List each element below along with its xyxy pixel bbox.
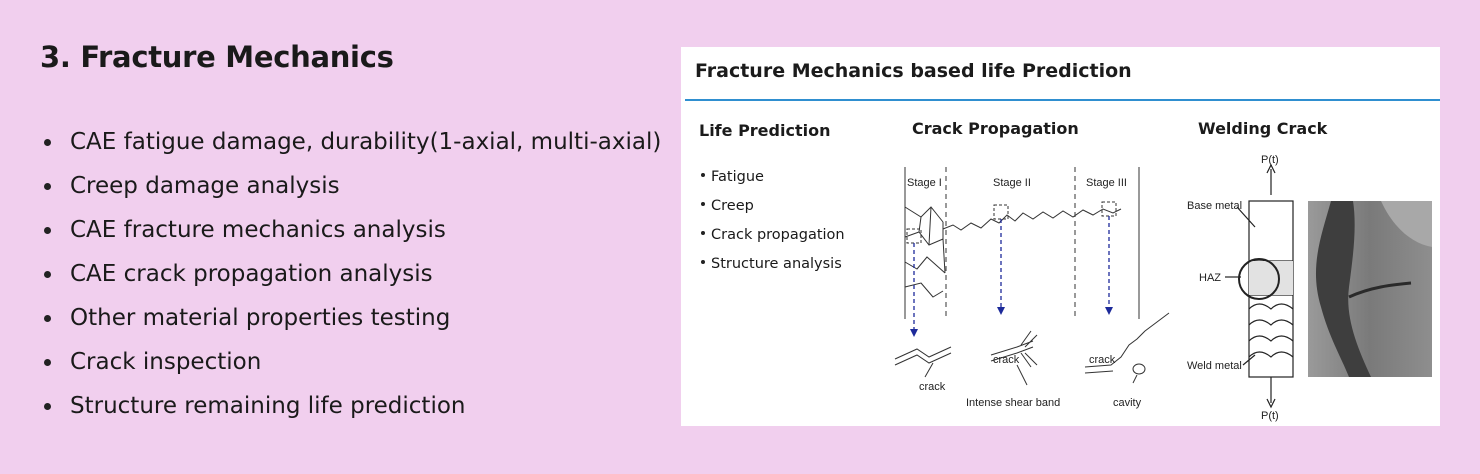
list-item: Crack propagation — [701, 221, 845, 250]
weld-metal-pattern — [1248, 303, 1294, 358]
bullet-dot-icon — [44, 314, 51, 322]
stage-iii-label: Stage III — [1086, 177, 1127, 189]
fracture-mechanics-figure: Fracture Mechanics based life Prediction… — [681, 47, 1440, 426]
arrowhead-up-icon — [1266, 163, 1276, 174]
crack-line — [1348, 281, 1412, 299]
list-item: CAE crack propagation analysis — [40, 252, 661, 296]
stage-i-crack-sketch — [894, 346, 952, 366]
arrowhead-down-icon — [1266, 398, 1276, 409]
list-item: Creep damage analysis — [40, 164, 661, 208]
welding-crack-diagram — [1225, 163, 1294, 409]
crack-diagrams: Stage I Stage II Stage III crack crack I… — [894, 154, 1432, 422]
bullet-dot-icon — [44, 270, 51, 278]
stage-iii-crack-sketch — [1084, 312, 1170, 374]
zoom-arrows — [913, 216, 1110, 329]
bullet-dot-icon — [701, 260, 705, 264]
figure-title: Fracture Mechanics based life Prediction — [695, 60, 1132, 82]
list-item: Structure analysis — [701, 250, 845, 279]
haz-region — [1249, 261, 1293, 295]
haz-label: HAZ — [1199, 272, 1221, 284]
list-item: Creep — [701, 192, 845, 221]
crack-path — [942, 208, 1122, 231]
haz-highlight-circle — [1238, 258, 1280, 300]
pointer-line — [1236, 206, 1256, 228]
life-prediction-heading: Life Prediction — [699, 121, 831, 140]
list-item: Other material properties testing — [40, 296, 661, 340]
welding-crack-heading: Welding Crack — [1198, 119, 1328, 138]
list-item: CAE fracture mechanics analysis — [40, 208, 661, 252]
crack-propagation-heading: Crack Propagation — [912, 119, 1079, 138]
list-item: Fatigue — [701, 163, 845, 192]
title-divider — [685, 99, 1440, 101]
load-bottom-label: P(t) — [1261, 410, 1279, 422]
bullet-dot-icon — [44, 402, 51, 410]
arrowhead-icon — [1105, 307, 1113, 315]
cavity-label: cavity — [1113, 397, 1142, 409]
crack-label: crack — [993, 354, 1020, 366]
stage-i-label: Stage I — [907, 177, 942, 189]
weld-metal-label: Weld metal — [1187, 360, 1242, 372]
pointer-line — [1132, 374, 1138, 384]
cavity-icon — [1132, 363, 1146, 375]
crack-label: crack — [919, 381, 946, 393]
bullet-dot-icon — [701, 231, 705, 235]
crack-propagation-diagram — [904, 167, 1140, 319]
weld-boundary-dark — [1315, 201, 1371, 377]
base-metal-label: Base metal — [1187, 200, 1242, 212]
page-title: 3. Fracture Mechanics — [40, 40, 394, 74]
bullet-dot-icon — [701, 173, 705, 177]
weld-micrograph-image — [1308, 201, 1432, 377]
grain-boundaries — [904, 206, 946, 298]
crack-label: crack — [1089, 354, 1116, 366]
arrowheads — [910, 307, 1113, 337]
list-item: Structure remaining life prediction — [40, 384, 661, 428]
stage-ii-zoom-box — [993, 204, 1009, 220]
list-item: Crack inspection — [40, 340, 661, 384]
feature-list: CAE fatigue damage, durability(1-axial, … — [40, 120, 661, 428]
crack-detail-sketches — [894, 312, 1170, 386]
pointer-line — [1016, 364, 1028, 386]
stage-ii-label: Stage II — [993, 177, 1031, 189]
bullet-dot-icon — [44, 138, 51, 146]
stage-ii-crack-sketch — [990, 330, 1038, 368]
bullet-dot-icon — [44, 226, 51, 234]
bullet-dot-icon — [44, 358, 51, 366]
pointer-line — [924, 362, 934, 378]
arrowhead-icon — [997, 307, 1005, 315]
shear-band-label: Intense shear band — [966, 397, 1060, 409]
life-prediction-list: Fatigue Creep Crack propagation Structur… — [701, 163, 845, 279]
load-top-label: P(t) — [1261, 154, 1279, 166]
bullet-dot-icon — [701, 202, 705, 206]
pointer-line — [1242, 354, 1256, 366]
base-metal-region — [1381, 201, 1432, 247]
bullet-dot-icon — [44, 182, 51, 190]
list-item: CAE fatigue damage, durability(1-axial, … — [40, 120, 661, 164]
arrowhead-icon — [910, 329, 918, 337]
